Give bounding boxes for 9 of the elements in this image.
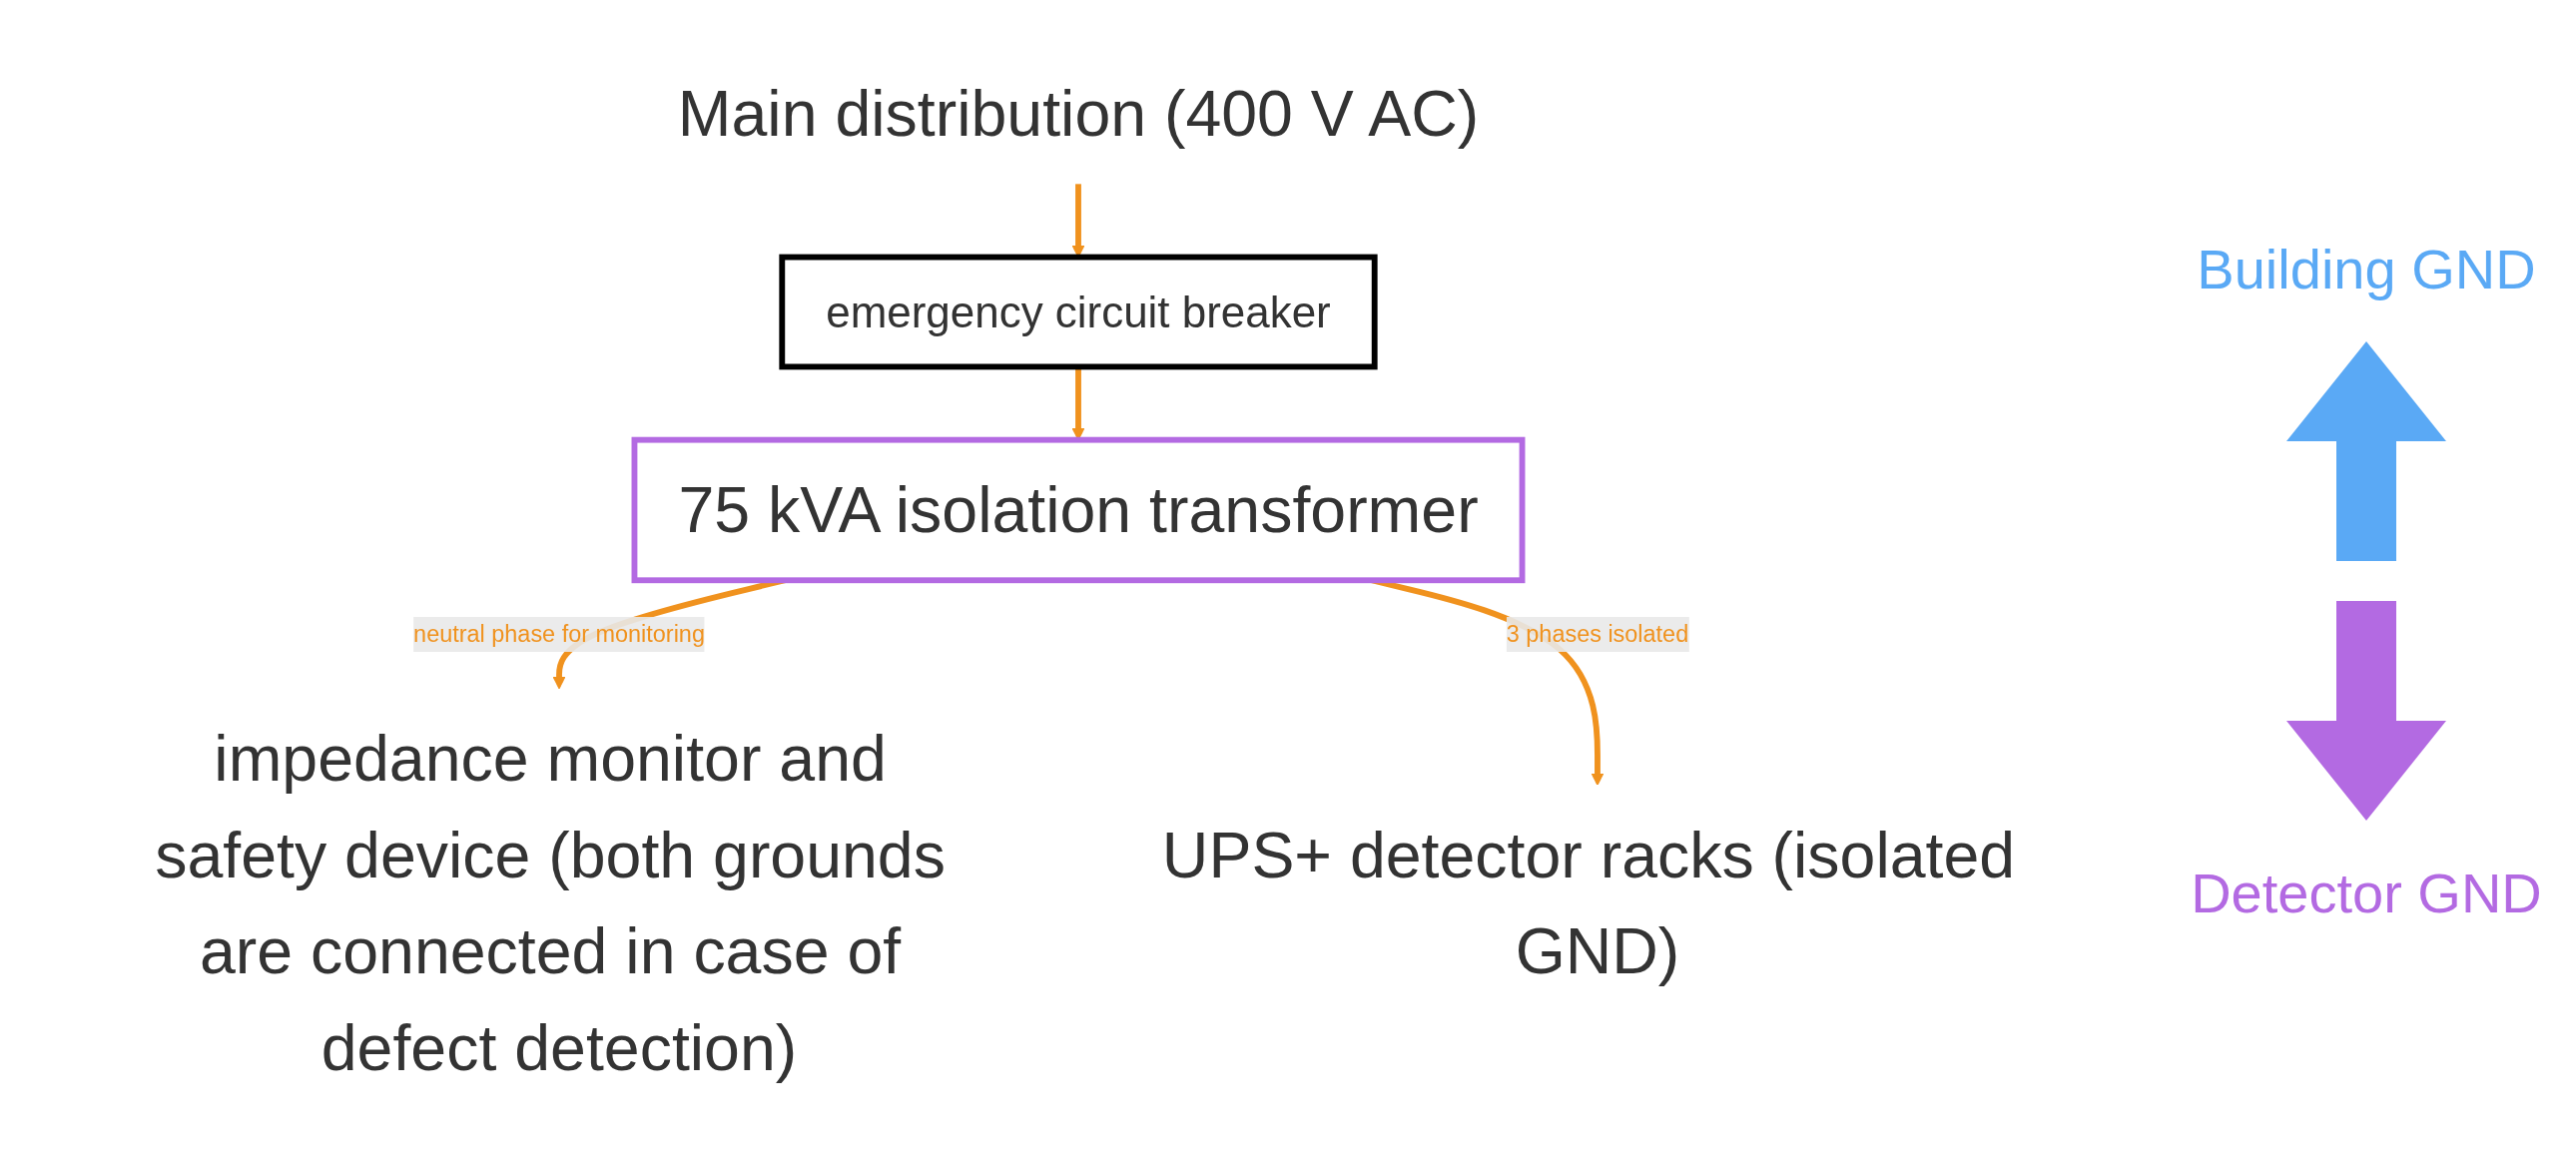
- edge-label: 3 phases isolated: [1506, 620, 1689, 646]
- node-text: UPS+ detector racks (isolated GND): [1161, 818, 2016, 986]
- ground-label: Detector GND: [2191, 860, 2542, 925]
- edge-label: neutral phase for monitoring: [413, 620, 705, 646]
- node-box: emergency circuit breaker: [779, 254, 1378, 369]
- ground-label: Building GND: [2197, 236, 2536, 301]
- node-box: 75 kVA isolation transformer: [631, 436, 1526, 583]
- node-text: Main distribution (400 V AC): [677, 76, 1480, 149]
- node-text: impedance monitor and safety device (both grounds are connected in case of defect detection): [155, 721, 946, 1083]
